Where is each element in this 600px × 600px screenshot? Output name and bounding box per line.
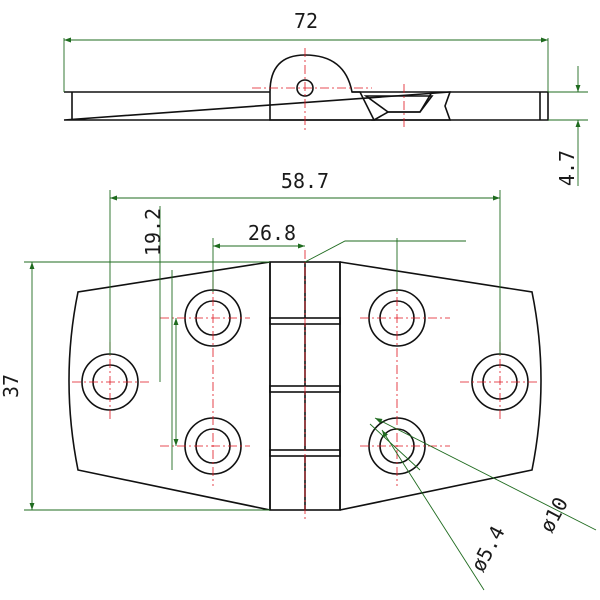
dim-countersink-diameter: ø10	[535, 493, 573, 536]
plan-view: 58.7 26.8 19.2 37 ø10 ø5.4	[0, 169, 597, 591]
dim-overall-length: 72	[294, 9, 318, 33]
dim-hole-diameter: ø5.4	[466, 522, 510, 576]
dim-overall-width: 37	[0, 374, 23, 398]
dim-thickness: 4.7	[555, 150, 579, 186]
dim-hole-spacing-outer: 58.7	[281, 169, 329, 193]
left-leaf-outline	[68, 261, 271, 511]
leader-dia-10	[374, 417, 597, 531]
side-view: 72 4.7	[63, 9, 588, 186]
side-view-knuckle	[269, 54, 376, 121]
dim-hole-spacing-inner-y: 19.2	[141, 208, 165, 256]
plan-centerlines	[72, 250, 540, 522]
right-leaf-outline	[339, 261, 542, 511]
leader-dia-5-4	[381, 429, 485, 591]
dim-hole-spacing-inner-x: 26.8	[248, 221, 296, 245]
